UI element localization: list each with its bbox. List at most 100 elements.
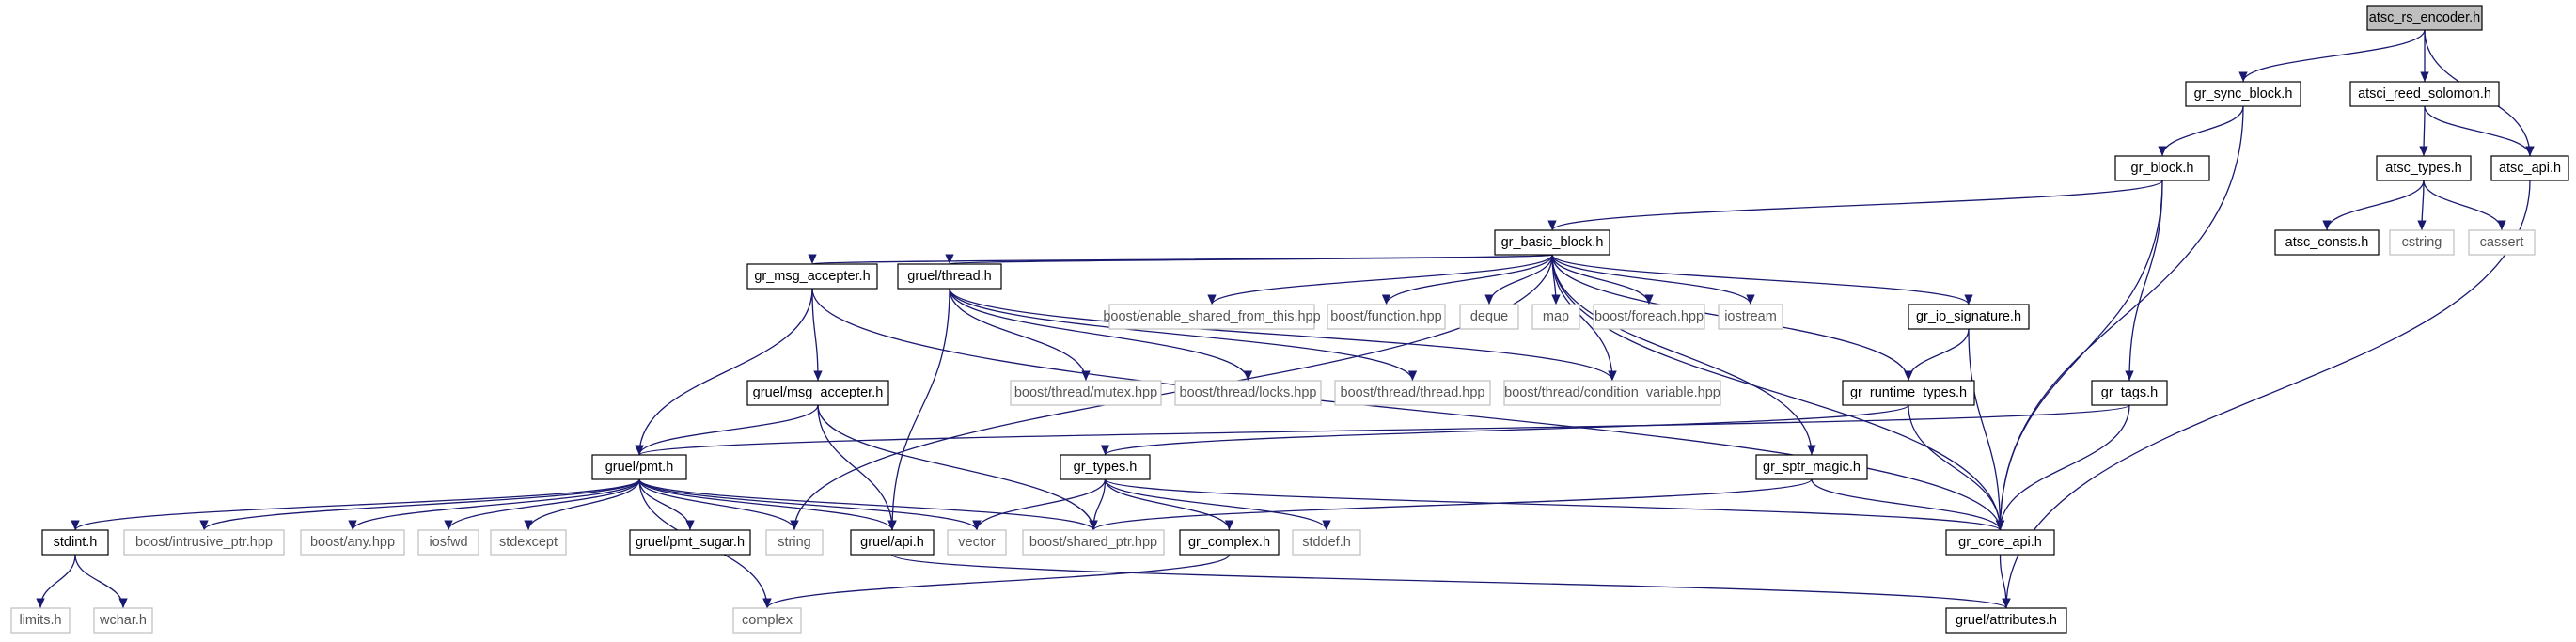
edge-atsc_types-to-cstring <box>2417 180 2427 231</box>
node-label: boost/enable_shared_from_this.hpp <box>1103 309 1320 324</box>
node-box <box>2185 81 2301 107</box>
node-box <box>1022 529 1165 556</box>
node-gr-types[interactable]: gr_types.h <box>1060 454 1151 480</box>
edge-atsc_types-to-cassert <box>2423 180 2506 231</box>
node-label: atsci_reed_solomon.h <box>2358 86 2491 102</box>
node-label: gr_tags.h <box>2101 385 2158 400</box>
node-box <box>1718 304 1783 330</box>
node-iosfwd: iosfwd <box>417 529 479 556</box>
node-gr-block[interactable]: gr_block.h <box>2114 155 2210 181</box>
node-box <box>490 529 567 556</box>
node-boost-intrusive: boost/intrusive_ptr.hpp <box>123 529 285 556</box>
node-box <box>746 263 878 290</box>
node-atsc-rs-encoder[interactable]: atsc_rs_encoder.h <box>2366 5 2483 31</box>
node-vector: vector <box>947 529 1007 556</box>
node-string: string <box>765 529 824 556</box>
edge-gr_basic_block-to-gr_io_signature <box>1551 254 1973 305</box>
node-box <box>2274 229 2380 256</box>
node-box <box>746 380 889 406</box>
node-label: deque <box>1470 309 1508 324</box>
node-label: gr_io_signature.h <box>1916 309 2021 324</box>
node-label: vector <box>958 535 996 550</box>
node-stddef: stddef.h <box>1292 529 1361 556</box>
edge-gr_sync_block-to-gr_block <box>2158 105 2244 157</box>
edge-atsci_reed_solomon-to-atsc_api <box>2424 105 2535 157</box>
edge-gr_basic_block-to-boost_esft <box>1207 254 1553 305</box>
node-boost-esft: boost/enable_shared_from_this.hpp <box>1103 304 1321 330</box>
edge-gr_basic_block-to-gruel_thread <box>946 253 1553 265</box>
node-box <box>1908 304 2030 330</box>
node-cassert: cassert <box>2468 229 2536 256</box>
node-gr-tags[interactable]: gr_tags.h <box>2091 380 2168 406</box>
node-stdint[interactable]: stdint.h <box>41 529 109 556</box>
node-label: gr_msg_accepter.h <box>754 269 870 284</box>
node-label: boost/function.hpp <box>1330 309 1442 324</box>
node-box <box>1945 607 2067 634</box>
node-gruel-api[interactable]: gruel/api.h <box>850 529 935 556</box>
node-box <box>1010 380 1162 406</box>
node-gruel-attributes[interactable]: gruel/attributes.h <box>1945 607 2067 634</box>
node-label: gr_core_api.h <box>1958 535 2042 550</box>
edge-gruel_pmt-to-gruel_pmt_sugar <box>638 478 695 531</box>
node-gruel-msg-accepter[interactable]: gruel/msg_accepter.h <box>746 380 889 406</box>
node-label: iostream <box>1724 309 1777 324</box>
edge-gruel_thread-to-boost_mutex <box>949 288 1091 382</box>
edge-gruel_pmt-to-stdint <box>71 478 640 531</box>
edge-stdint-to-limits <box>36 554 76 609</box>
node-label: iosfwd <box>429 535 467 550</box>
node-label: stdexcept <box>499 535 558 550</box>
node-label: boost/foreach.hpp <box>1594 309 1704 324</box>
node-label: wchar.h <box>99 613 147 628</box>
node-label: atsc_rs_encoder.h <box>2369 10 2481 25</box>
node-box <box>10 607 71 634</box>
edge-gr_types-to-gr_core_api <box>1104 478 2004 531</box>
edge-gruel_pmt-to-vector <box>638 478 982 531</box>
node-gr-sptr-magic[interactable]: gr_sptr_magic.h <box>1755 454 1868 480</box>
node-label: gruel/api.h <box>860 535 924 550</box>
node-atsc-consts[interactable]: atsc_consts.h <box>2274 229 2380 256</box>
node-box <box>1593 304 1705 330</box>
node-gruel-pmt-sugar[interactable]: gruel/pmt_sugar.h <box>629 529 751 556</box>
node-box <box>1531 304 1580 330</box>
edge-gr_io_signature-to-gr_runtime_types <box>1904 328 1970 382</box>
edge-gr_basic_block-to-boost_foreach <box>1551 254 1654 305</box>
edge-gr_sptr_magic-to-gr_core_api <box>1811 478 2005 531</box>
edge-gr_block-to-gr_basic_block <box>1547 180 2163 231</box>
node-label: gr_runtime_types.h <box>1850 385 1967 400</box>
node-iostream: iostream <box>1718 304 1783 330</box>
node-label: gruel/attributes.h <box>1956 613 2057 628</box>
node-cstring: cstring <box>2389 229 2455 256</box>
node-box <box>2349 81 2500 107</box>
node-label: limits.h <box>19 613 61 628</box>
edge-gr_io_signature-to-gr_core_api <box>1968 328 2005 531</box>
edge-gruel_thread-to-boost_thread <box>949 288 1418 382</box>
node-gruel-thread[interactable]: gruel/thread.h <box>897 263 1002 290</box>
edge-gr_tags-to-gr_core_api <box>1995 404 2130 531</box>
node-box <box>1755 454 1868 480</box>
node-gr-complex[interactable]: gr_complex.h <box>1179 529 1280 556</box>
node-box <box>1842 380 1975 406</box>
node-box <box>417 529 479 556</box>
node-gruel-pmt[interactable]: gruel/pmt.h <box>591 454 687 480</box>
node-gr-msg-accepter[interactable]: gr_msg_accepter.h <box>746 263 878 290</box>
node-atsc-api[interactable]: atsc_api.h <box>2490 155 2569 181</box>
node-label: gr_sync_block.h <box>2194 86 2293 102</box>
node-label: gr_sptr_magic.h <box>1763 460 1861 475</box>
node-label: boost/thread/locks.hpp <box>1180 385 1317 400</box>
node-atsci-reed-solomon[interactable]: atsci_reed_solomon.h <box>2349 81 2500 107</box>
node-gr-basic-block[interactable]: gr_basic_block.h <box>1494 229 1610 256</box>
node-gr-io-signature[interactable]: gr_io_signature.h <box>1908 304 2030 330</box>
node-box <box>1327 304 1446 330</box>
node-gr-runtime-types[interactable]: gr_runtime_types.h <box>1842 380 1975 406</box>
node-box <box>93 607 153 634</box>
node-gr-core-api[interactable]: gr_core_api.h <box>1945 529 2055 556</box>
edge-gr_runtime_types-to-gr_types <box>1101 404 1909 456</box>
node-boost-shared-ptr: boost/shared_ptr.hpp <box>1022 529 1165 556</box>
node-gr-sync-block[interactable]: gr_sync_block.h <box>2185 81 2301 107</box>
node-box <box>1179 529 1280 556</box>
node-stdexcept: stdexcept <box>490 529 567 556</box>
edge-atsci_reed_solomon-to-atsc_types <box>2419 105 2428 157</box>
node-atsc-types[interactable]: atsc_types.h <box>2376 155 2472 181</box>
node-label: stdint.h <box>54 535 98 550</box>
